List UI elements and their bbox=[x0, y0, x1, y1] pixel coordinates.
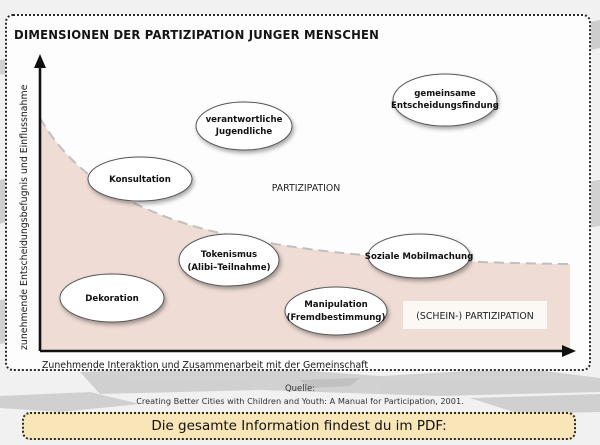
scheinpartizipation-region bbox=[40, 118, 570, 351]
svg-text:gemeinsame: gemeinsame bbox=[414, 89, 476, 99]
scheinpartizipation-region-label: (SCHEIN-) PARTIZIPATION bbox=[416, 311, 534, 322]
svg-text:Tokenismus: Tokenismus bbox=[201, 250, 257, 260]
bubble-manipulation: Manipulation (Fremdbestimmung) bbox=[284, 286, 388, 336]
source-text: Creating Better Cities with Children and… bbox=[136, 396, 464, 406]
svg-text:verantwortliche: verantwortliche bbox=[206, 115, 283, 125]
svg-text:Soziale Mobilmachung: Soziale Mobilmachung bbox=[365, 252, 473, 262]
bubble-verantwortliche-jugendliche: verantwortliche Jugendliche bbox=[195, 101, 293, 151]
svg-text:(Fremdbestimmung): (Fremdbestimmung) bbox=[287, 313, 386, 323]
bubble-dekoration: Dekoration bbox=[59, 273, 165, 323]
source-label: Quelle: bbox=[284, 384, 316, 394]
svg-text:Dekoration: Dekoration bbox=[85, 294, 138, 304]
scheinpartizipation-label-box bbox=[403, 301, 547, 329]
bubble-gemeinsame-entscheidungsfindung: gemeinsame Entscheidungsfindung bbox=[391, 73, 499, 127]
pdf-info-text: Die gesamte Information findest du im PD… bbox=[151, 418, 447, 434]
svg-text:Jugendliche: Jugendliche bbox=[215, 127, 273, 137]
x-axis-label: Zunehmende Interaktion und Zusammenarbei… bbox=[42, 360, 368, 371]
svg-text:Manipulation: Manipulation bbox=[304, 300, 368, 310]
participation-boundary-curve bbox=[39, 117, 571, 265]
bubble-konsultation: Konsultation bbox=[87, 156, 193, 202]
diagram-title: DIMENSIONEN DER PARTIZIPATION JUNGER MEN… bbox=[14, 27, 380, 42]
bubble-soziale-mobilmachung: Soziale Mobilmachung bbox=[365, 233, 473, 279]
x-axis-arrowhead bbox=[562, 345, 576, 357]
svg-text:Entscheidungsfindung: Entscheidungsfindung bbox=[391, 101, 499, 111]
bubble-tokenismus: Tokenismus (Alibi–Teilnahme) bbox=[178, 233, 280, 287]
svg-text:(Alibi–Teilnahme): (Alibi–Teilnahme) bbox=[187, 263, 270, 273]
y-axis-label: zunehmende Entscheidungsbefugnis und Ein… bbox=[19, 84, 30, 350]
svg-text:Konsultation: Konsultation bbox=[109, 175, 171, 185]
pdf-info-banner[interactable]: Die gesamte Information findest du im PD… bbox=[22, 412, 576, 440]
y-axis-arrowhead bbox=[34, 54, 46, 68]
partizipation-region-label: PARTIZIPATION bbox=[272, 183, 341, 194]
